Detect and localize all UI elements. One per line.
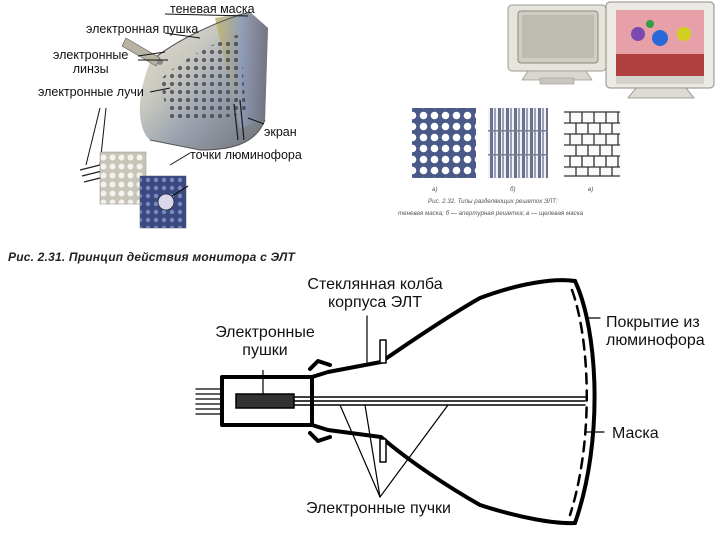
mask-letter-a: а) <box>432 186 438 193</box>
label-phosphor-dots: точки люминофора <box>190 148 302 162</box>
top-leader-lines <box>85 13 265 166</box>
crt-cross-section <box>195 278 605 526</box>
label-electron-lenses: электронные линзы <box>53 48 129 76</box>
mask-type-c <box>562 110 622 178</box>
electron-gun-block <box>235 393 295 409</box>
figure-caption-2-31: Рис. 2.31. Принцип действия монитора с Э… <box>8 250 296 264</box>
mask-letter-b: б) <box>510 186 516 193</box>
deflection-plate-bottom <box>379 438 387 463</box>
mask-type-b <box>488 108 548 178</box>
mask-caption-line2: теневая маска; б — апертурная решетка; в… <box>398 210 584 217</box>
shadow-mask-detail <box>99 151 147 205</box>
label-shadow-mask: теневая маска <box>170 2 255 16</box>
crt-screen-face <box>573 279 597 525</box>
label-screen: экран <box>264 125 297 139</box>
monitor-old <box>507 4 607 85</box>
neck-flange-bottom <box>308 431 332 443</box>
shadow-mask-drawing <box>139 11 268 151</box>
neck-flange-top <box>308 359 332 371</box>
deflection-plate-top <box>379 339 387 364</box>
label-electron-beams-bottom: Электронные пучки <box>306 500 451 517</box>
label-electron-guns: Электронные пушки <box>215 324 315 359</box>
mask-caption-line1: Рис. 2.32. Типы разделяющих решеток ЭЛТ: <box>428 198 558 205</box>
label-mask: Маска <box>612 425 659 442</box>
mask-type-a <box>412 108 476 178</box>
label-phosphor-coating: Покрытие из люминофора <box>606 314 705 349</box>
mask-letter-c: в) <box>588 186 594 193</box>
monitor-new <box>605 1 715 99</box>
label-electron-gun: электронная пушка <box>86 22 199 36</box>
shadow-mask-line <box>568 288 588 517</box>
bulb-upper <box>310 278 577 379</box>
bulb-lower <box>310 423 577 526</box>
label-electron-beams: электронные лучи <box>38 85 144 99</box>
label-glass-bulb: Стеклянная колба корпуса ЭЛТ <box>307 276 443 311</box>
